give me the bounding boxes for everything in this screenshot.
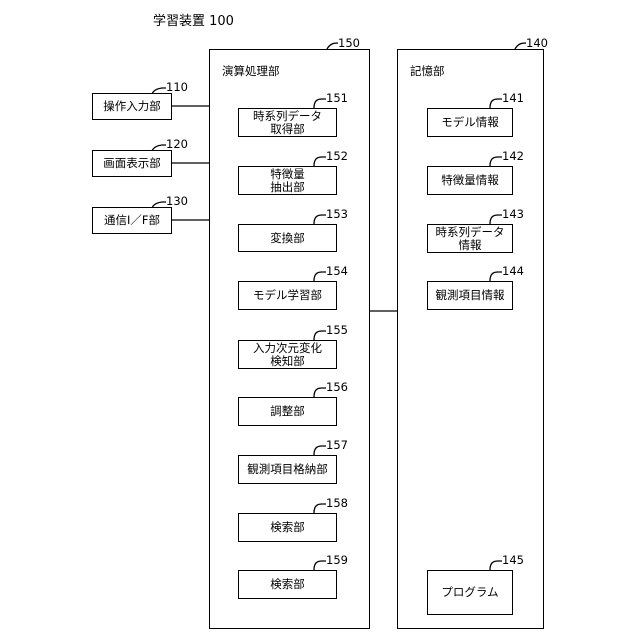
time-series-acquisition-box: 時系列データ 取得部 bbox=[238, 108, 337, 137]
screen-display-box: 画面表示部 bbox=[92, 150, 172, 177]
feature-extraction-ref: 152 bbox=[326, 149, 348, 163]
input-dimension-change-detection-ref: 155 bbox=[326, 323, 348, 337]
conversion-ref: 153 bbox=[326, 207, 348, 221]
storage-unit-title: 記憶部 bbox=[410, 63, 445, 79]
feature-information-box: 特徴量情報 bbox=[427, 166, 513, 195]
model-information-ref: 141 bbox=[502, 91, 524, 105]
observation-item-storing-ref: 157 bbox=[326, 438, 348, 452]
communication-if-ref: 130 bbox=[166, 194, 188, 208]
time-series-acquisition-ref: 151 bbox=[326, 91, 348, 105]
time-series-information-box: 時系列データ 情報 bbox=[427, 224, 513, 253]
adjustment-ref: 156 bbox=[326, 380, 348, 394]
search-ref-1: 158 bbox=[326, 496, 348, 510]
model-information-box: モデル情報 bbox=[427, 108, 513, 137]
operation-input-ref: 110 bbox=[166, 80, 188, 94]
conversion-box: 変換部 bbox=[238, 224, 337, 252]
search-box-2: 検索部 bbox=[238, 570, 337, 599]
model-learning-box: モデル学習部 bbox=[238, 281, 337, 310]
operation-input-box: 操作入力部 bbox=[92, 93, 172, 120]
search-ref-2: 159 bbox=[326, 553, 348, 567]
program-ref: 145 bbox=[502, 553, 524, 567]
communication-if-box: 通信I／F部 bbox=[92, 207, 172, 234]
program-box: プログラム bbox=[427, 570, 513, 615]
feature-extraction-box: 特徴量 抽出部 bbox=[238, 166, 337, 195]
feature-information-ref: 142 bbox=[502, 149, 524, 163]
search-box-1: 検索部 bbox=[238, 513, 337, 542]
processing-unit-ref: 150 bbox=[338, 36, 360, 50]
observation-item-information-box: 観測項目情報 bbox=[427, 281, 513, 310]
observation-item-information-ref: 144 bbox=[502, 264, 524, 278]
screen-display-ref: 120 bbox=[166, 137, 188, 151]
time-series-information-ref: 143 bbox=[502, 207, 524, 221]
processing-unit-title: 演算処理部 bbox=[222, 63, 280, 79]
input-dimension-change-detection-box: 入力次元変化 検知部 bbox=[238, 340, 337, 369]
adjustment-box: 調整部 bbox=[238, 397, 337, 426]
diagram-title: 学習装置 100 bbox=[153, 10, 234, 29]
storage-unit-ref: 140 bbox=[526, 36, 548, 50]
observation-item-storing-box: 観測項目格納部 bbox=[238, 455, 337, 484]
model-learning-ref: 154 bbox=[326, 264, 348, 278]
